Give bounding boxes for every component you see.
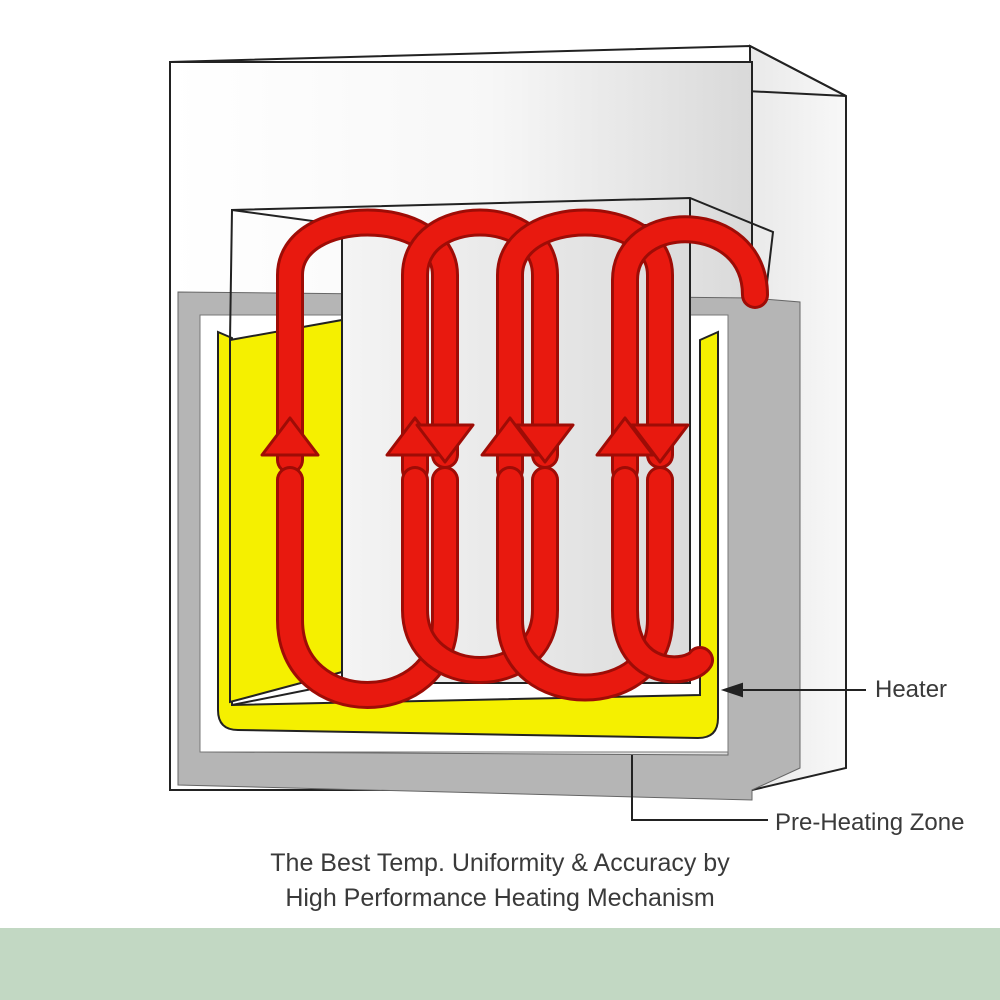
airflow-return-4-fill [614,469,711,681]
arrow-down-1 [415,423,475,464]
heater-callout-arrowhead [720,682,743,698]
arrow-down-2 [515,423,575,464]
airflow-loop-4-fill [614,218,766,481]
pre-heating-zone-label: Pre-Heating Zone [775,809,965,836]
footer-band [0,928,1000,1000]
heater-label: Heater [875,676,948,703]
caption-line-2: High Performance Heating Mechanism [285,884,715,912]
caption-line-1: The Best Temp. Uniformity & Accuracy by [270,849,730,877]
airflow-loop-2-fill [404,211,556,481]
airflow-arrows [260,416,690,464]
arrow-down-3 [630,423,690,464]
callouts [631,682,866,821]
heater-element [217,330,719,740]
airflow-loop-3-fill [499,211,671,481]
airflow-return-3-fill [499,469,671,699]
airflow [276,208,769,709]
arrow-up-1 [260,416,320,457]
airflow-return-2-fill [404,469,556,681]
pre-heating-zone-callout-line [631,755,768,821]
airflow-loop-1-fill [279,211,456,471]
